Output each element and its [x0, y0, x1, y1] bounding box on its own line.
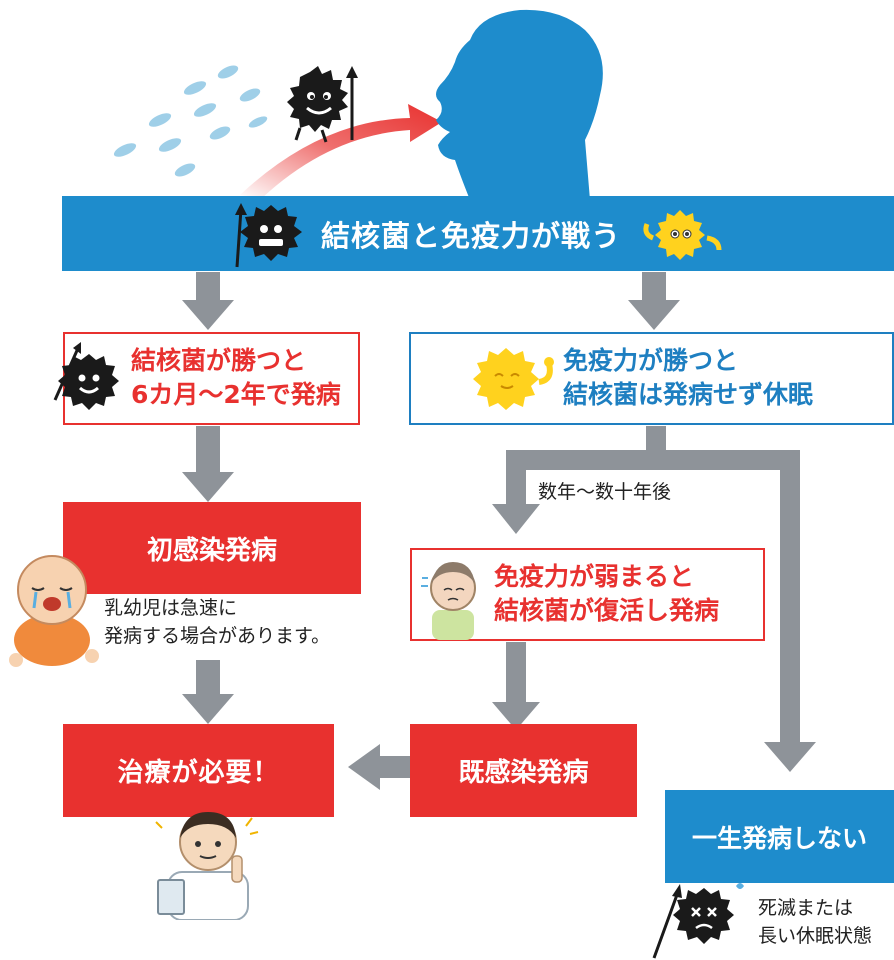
never-note-line1: 死滅または	[758, 897, 854, 919]
never-sick-box: 一生発病しない	[665, 790, 894, 883]
reactivation-line1: 免疫力が弱まると	[494, 562, 695, 591]
immune-wins-box: 免疫力が勝つと 結核菌は発病せず休眠	[409, 332, 894, 425]
germ-wins-box: 結核菌が勝つと 6カ月〜2年で発病	[53, 332, 360, 425]
latent-infection-label: 既感染発病	[458, 758, 589, 788]
infection-arrow	[240, 104, 442, 198]
primary-infection-label: 初感染発病	[146, 535, 277, 566]
reactivation-box: 免疫力が弱まると 結核菌が復活し発病	[410, 548, 765, 641]
never-note: 死滅または 長い休眠状態	[758, 894, 872, 950]
immune-cell-icon	[473, 348, 554, 410]
years-later-label: 数年〜数十年後	[538, 481, 672, 503]
never-sick-label: 一生発病しない	[691, 823, 867, 853]
treatment-label: 治療が必要！	[117, 758, 280, 788]
immune-cell-icon	[643, 209, 722, 260]
person-silhouette-icon	[436, 9, 603, 200]
latent-infection-box: 既感染発病	[410, 724, 637, 817]
sick-woman-icon	[421, 562, 476, 640]
never-note-line2: 長い休眠状態	[758, 925, 873, 947]
infant-note: 乳幼児は急速に 発病する場合があります。	[104, 594, 330, 650]
fight-banner: 結核菌と免疫力が戦う	[62, 196, 894, 271]
top-illustration	[113, 9, 603, 200]
primary-infection-box: 初感染発病	[63, 502, 361, 594]
infant-note-line2: 発病する場合があります。	[104, 625, 331, 647]
infant-note-line1: 乳幼児は急速に	[104, 597, 238, 619]
germ-wins-line2: 6カ月〜2年で発病	[131, 380, 341, 409]
droplets-icon	[113, 65, 268, 177]
immune-wins-line1: 免疫力が勝つと	[563, 346, 739, 375]
baby-icon	[9, 555, 99, 667]
germ-icon	[287, 66, 358, 143]
germ-wins-line1: 結核菌が勝つと	[131, 346, 307, 375]
immune-wins-line2: 結核菌は発病せず休眠	[563, 380, 814, 409]
reactivation-line2: 結核菌が復活し発病	[494, 596, 720, 625]
germ-icon	[234, 202, 302, 267]
doctor-icon	[155, 812, 259, 920]
treatment-box: 治療が必要！	[63, 724, 334, 817]
dead-germ-icon	[652, 883, 744, 959]
banner-title: 結核菌と免疫力が戦う	[320, 218, 621, 253]
germ-icon	[53, 342, 119, 410]
